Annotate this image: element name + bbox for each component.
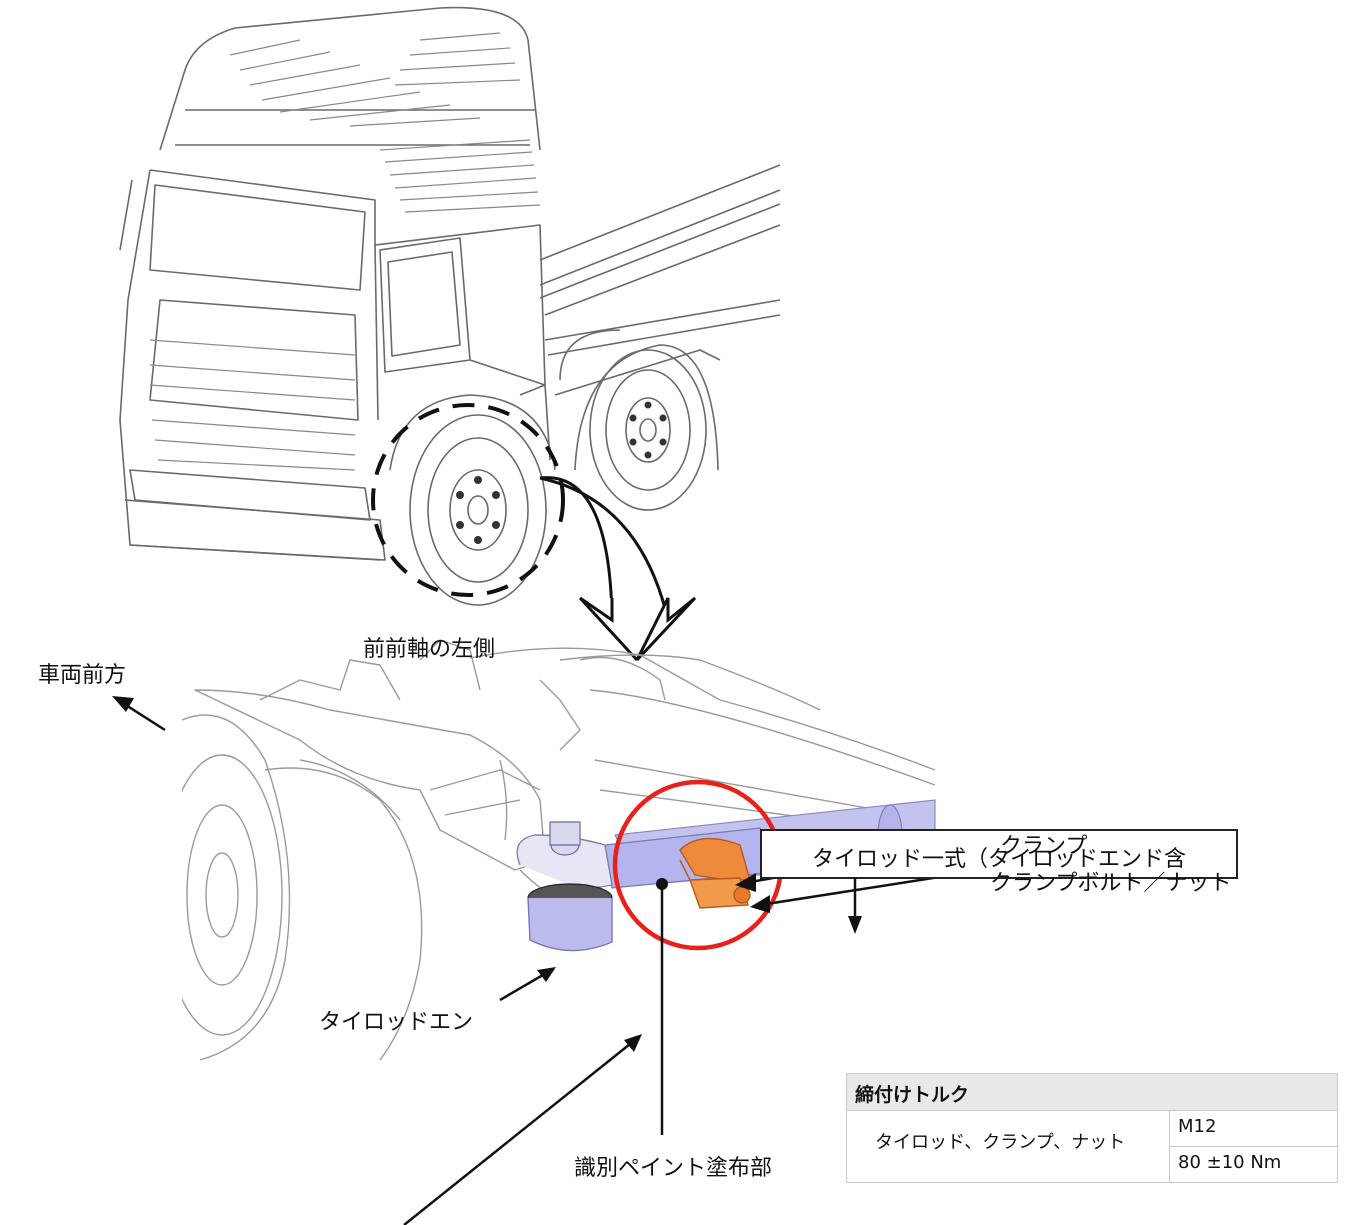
torque-size-cell: M12 xyxy=(1169,1110,1338,1147)
torque-value-cell: 80 ±10 Nm xyxy=(1169,1146,1338,1182)
vehicle-front-label: 車両前方 xyxy=(38,663,127,688)
view-caption: 前前軸の左側 xyxy=(363,637,496,662)
detail-view xyxy=(161,639,936,1061)
clamp-label: クランプ xyxy=(1000,834,1088,859)
clamp xyxy=(679,837,751,909)
tie-rod-end xyxy=(516,821,613,952)
clamp-bolt-nut-label: クランプボルト／ナット xyxy=(990,871,1232,896)
torque-item-name: タイロッド、クランプ、ナット xyxy=(875,1132,1126,1153)
tie-rod-assembly-label: タイロッド一式（タイロッドエンド含 xyxy=(812,847,1187,872)
big-hollow-arrowhead xyxy=(578,596,697,662)
torque-table-title: 締付けトルク xyxy=(855,1084,970,1106)
torque-value: 80 ±10 Nm xyxy=(1178,1152,1282,1173)
paint-dot xyxy=(656,878,668,890)
curved-arrow xyxy=(539,476,670,621)
tie-rod-assembly-callout: タイロッド一式（タイロッドエンド含 xyxy=(760,829,1238,879)
tie-rod-end-label: タイロッドエン xyxy=(319,1010,474,1035)
torque-table: 締付けトルク タイロッド、クランプ、ナット M12 80 ±10 Nm xyxy=(846,1073,1338,1183)
torque-size: M12 xyxy=(1178,1116,1217,1137)
torque-table-header: 締付けトルク xyxy=(847,1074,1337,1111)
paint-area-label: 識別ペイント塗布部 xyxy=(574,1156,773,1181)
arrowheads xyxy=(112,696,862,1052)
truck-illustration xyxy=(119,6,781,606)
zoom-indicator-circle xyxy=(371,403,565,597)
